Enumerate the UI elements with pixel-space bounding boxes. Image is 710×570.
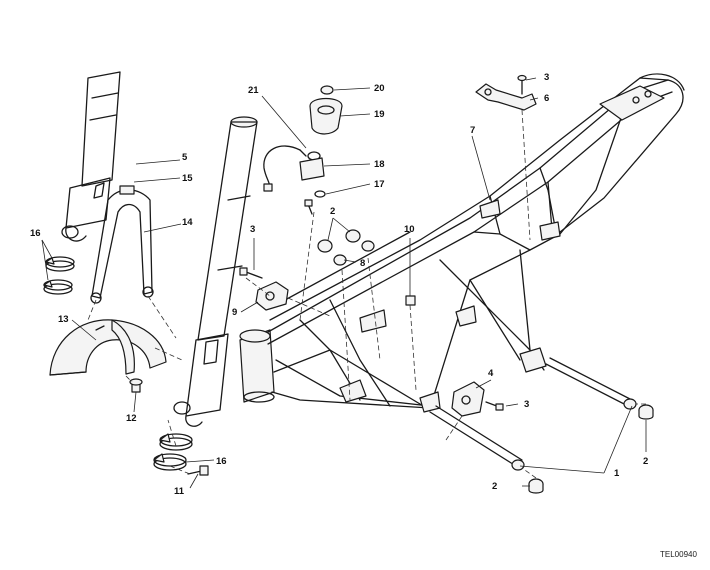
callout-19: 19 xyxy=(374,109,385,120)
callout-7: 7 xyxy=(470,125,475,136)
callout-2: 2 xyxy=(492,481,497,492)
callout-4: 4 xyxy=(488,368,494,379)
left-fork-leg xyxy=(61,71,121,242)
callout-11: 11 xyxy=(174,486,185,497)
callout-12: 12 xyxy=(126,413,137,424)
callout-20: 20 xyxy=(374,83,385,94)
callout-16: 16 xyxy=(30,228,41,239)
callout-16: 16 xyxy=(216,456,227,467)
sensor-assembly xyxy=(263,85,343,215)
callout-labels: 1 2 2 2 3 3 3 4 5 6 7 8 9 10 11 12 13 14… xyxy=(30,72,648,497)
callout-9: 9 xyxy=(232,307,237,318)
screw-11 xyxy=(187,465,209,476)
fork-clamps-upper xyxy=(43,256,75,295)
callout-14: 14 xyxy=(182,217,193,228)
screw-12 xyxy=(129,378,143,393)
front-mudguard xyxy=(49,319,167,376)
callout-13: 13 xyxy=(58,314,69,325)
callout-2: 2 xyxy=(643,456,648,467)
callout-18: 18 xyxy=(374,159,385,170)
leader-lines xyxy=(41,77,647,489)
callout-10: 10 xyxy=(404,224,415,235)
caps-2 xyxy=(317,229,654,494)
callout-5: 5 xyxy=(182,152,188,163)
callout-2: 2 xyxy=(330,206,335,217)
fork-brace xyxy=(90,185,154,304)
main-frame xyxy=(239,73,685,413)
callout-15: 15 xyxy=(182,173,193,184)
diagram-code: TEL00940 xyxy=(660,550,697,559)
bracket-9 xyxy=(239,267,289,311)
callout-17: 17 xyxy=(374,179,385,190)
callout-8: 8 xyxy=(360,258,365,269)
bracket-4 xyxy=(451,381,504,417)
fork-clamps-lower xyxy=(153,433,193,471)
bracket-6 xyxy=(475,74,537,111)
plug-10 xyxy=(405,295,416,306)
callout-1: 1 xyxy=(614,468,620,479)
callout-21: 21 xyxy=(248,85,259,96)
right-fork-leg xyxy=(173,116,258,427)
callout-6: 6 xyxy=(544,93,549,104)
callout-3: 3 xyxy=(544,72,549,83)
assembly-lines xyxy=(87,109,646,479)
callout-3: 3 xyxy=(524,399,529,410)
frame-rods xyxy=(429,357,637,471)
callout-3: 3 xyxy=(250,224,255,235)
